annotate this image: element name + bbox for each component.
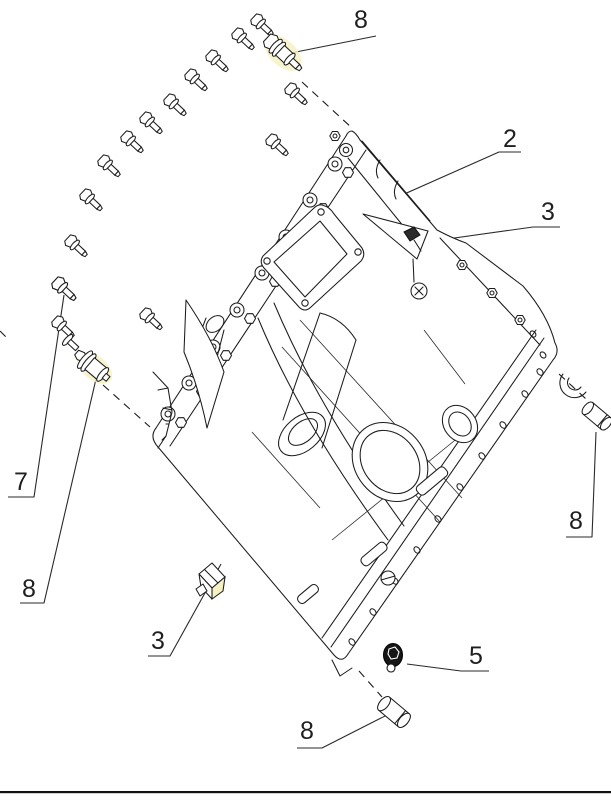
part-flange-bolt <box>282 80 312 109</box>
callout-8-top-label: 8 <box>354 6 368 34</box>
leader-7 <box>8 294 65 498</box>
part-washer-sleeve-assembly-left <box>74 349 113 384</box>
leader-3-bottom <box>148 563 222 657</box>
part-bolt-7 <box>49 274 81 305</box>
part-bushing-bottom <box>377 695 411 729</box>
housing-pads <box>297 466 449 605</box>
part-housing <box>152 130 587 677</box>
bracket-gusset <box>362 213 429 260</box>
axis-top-bolt <box>301 81 353 129</box>
housing-u-hook <box>559 373 587 399</box>
leader-3-right <box>425 226 560 243</box>
leader-8-right <box>566 431 597 538</box>
leader-8-top <box>285 35 377 55</box>
part-flange-bolt <box>203 47 233 76</box>
part-flange-bolt <box>118 128 148 157</box>
part-bolt-washer-assembly-top <box>262 33 303 72</box>
housing-pto-opening <box>260 204 365 311</box>
housing-top-corner <box>329 130 354 158</box>
part-flange-bolt <box>49 313 79 342</box>
part-flange-bolt <box>77 186 107 215</box>
housing-left-corner <box>152 371 173 449</box>
housing-cylinder-boss <box>278 312 357 457</box>
callout-3-bottom-left-label: 3 <box>151 627 165 655</box>
axis-bottom-bushing <box>358 670 383 698</box>
housing-bore-small <box>441 404 479 444</box>
part-flange-bolt <box>95 152 125 181</box>
callout-labels: 8 2 3 7 8 3 5 8 8 <box>14 6 583 745</box>
housing-outline <box>152 130 558 660</box>
callout-8-left-label: 8 <box>22 575 36 603</box>
housing-blade-rib <box>183 299 225 429</box>
callout-5-bottom-label: 5 <box>469 642 483 670</box>
callout-2-upper-right-label: 2 <box>503 125 517 153</box>
axis-right-bushing <box>558 373 587 400</box>
leader-8-bottom <box>297 713 390 749</box>
part-breather-bolt-top <box>403 226 422 252</box>
callout-7-left-label: 7 <box>14 468 28 496</box>
part-flange-bolt <box>182 66 212 95</box>
leader-5 <box>406 663 489 672</box>
part-bushing-right <box>581 401 611 431</box>
part-flange-bolt <box>263 131 293 160</box>
axis-left-washer <box>102 384 151 428</box>
housing-bottom-foot <box>331 659 353 677</box>
part-flange-bolt <box>137 109 167 138</box>
part-cube-nut <box>195 562 226 601</box>
housing-bracket-arm <box>347 140 431 300</box>
part-flange-bolt <box>161 91 191 120</box>
part-flange-bolt <box>137 305 167 334</box>
housing-slotted-screw <box>380 570 396 586</box>
part-flange-bolt <box>62 232 92 261</box>
part-drain-plug <box>383 643 403 673</box>
housing-bore-large <box>351 421 429 503</box>
leader-lines <box>8 35 597 749</box>
page-bottom-rule <box>0 791 611 794</box>
callout-3-right-label: 3 <box>541 198 555 226</box>
callout-8-lower-right-label: 8 <box>569 507 583 535</box>
housing-upper-right-bosses <box>439 237 547 359</box>
part-washer-bolt-left <box>61 333 80 352</box>
part-flange-bolt <box>229 25 259 54</box>
leader-8-left <box>20 378 97 604</box>
axis-edge-stub <box>0 330 10 341</box>
callout-8-bottom-label: 8 <box>300 717 314 745</box>
assembly-axis-lines <box>0 81 587 698</box>
